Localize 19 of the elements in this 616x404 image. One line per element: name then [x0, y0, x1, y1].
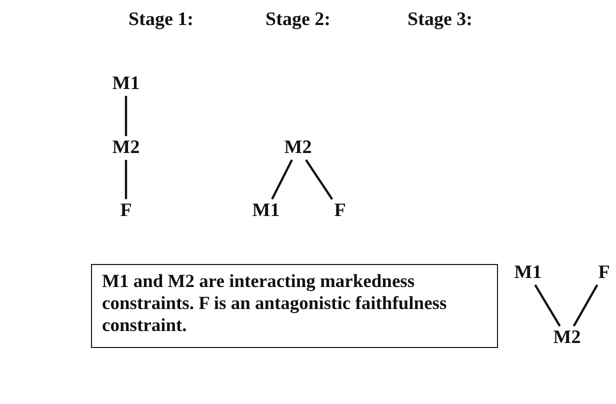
constraint-label: F [596, 261, 612, 285]
constraint-label: M2 [110, 136, 142, 160]
connector-line [124, 96, 128, 136]
constraint-label: M2 [282, 136, 314, 160]
constraint-label: M2 [551, 326, 583, 350]
constraint-label: F [118, 199, 134, 223]
connector-line [572, 284, 598, 327]
constraint-label: M1 [250, 199, 282, 223]
constraint-label: F [332, 199, 348, 223]
stage-heading: Stage 1: [128, 8, 194, 32]
note-box: M1 and M2 are interacting markedness constraints. F is an antagonistic faithfulness constraint. [91, 264, 498, 348]
connector-line [534, 284, 561, 327]
connector-line [124, 160, 128, 200]
connector-line [305, 159, 334, 200]
stage-heading: Stage 3: [406, 8, 474, 32]
constraint-label: M1 [512, 261, 544, 285]
connector-line [271, 159, 293, 200]
constraint-label: M1 [110, 72, 142, 96]
stage-heading: Stage 2: [264, 8, 332, 32]
